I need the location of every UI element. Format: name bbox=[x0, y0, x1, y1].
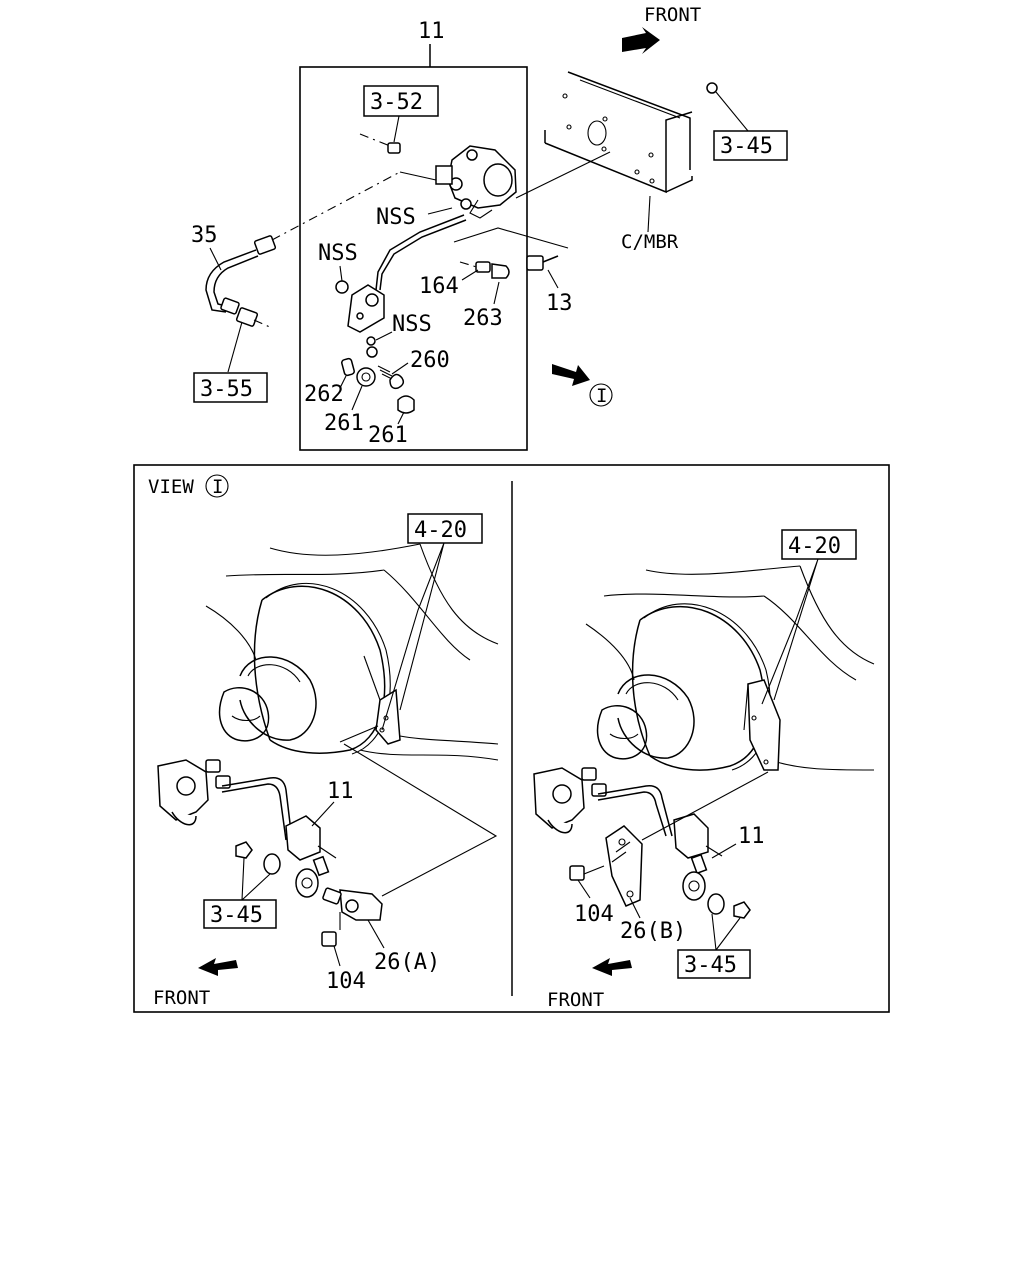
assembly-11-label: 11 bbox=[418, 19, 445, 44]
cap-263 bbox=[491, 263, 510, 279]
left-ref-4-20-label: 4-20 bbox=[414, 518, 467, 543]
ref-3-52-label: 3-52 bbox=[370, 90, 423, 115]
frame-member bbox=[544, 71, 693, 194]
nut-3-45-top bbox=[706, 82, 718, 94]
front-arrow-top bbox=[622, 27, 660, 54]
ref-3-55-box bbox=[193, 372, 268, 403]
bolt-164 bbox=[475, 261, 491, 273]
sensor-body bbox=[435, 145, 517, 219]
view-label: VIEW bbox=[148, 476, 194, 498]
left-view bbox=[157, 543, 499, 947]
nss-label-2: NSS bbox=[318, 241, 358, 266]
right-front-label: FRONT bbox=[547, 989, 604, 1011]
right-ref-3-45-box bbox=[677, 949, 751, 979]
right-view bbox=[533, 565, 875, 919]
left-part-11-label: 11 bbox=[327, 779, 354, 804]
pin-262 bbox=[341, 357, 355, 377]
bushing-261-b bbox=[397, 395, 415, 414]
left-part-104-label: 104 bbox=[326, 969, 366, 994]
left-front-arrow bbox=[198, 958, 238, 976]
ref-3-55-label: 3-55 bbox=[200, 377, 253, 402]
right-ref-4-20-leader bbox=[761, 558, 819, 705]
part-13-label: 13 bbox=[546, 291, 573, 316]
view-marker-small-label: I bbox=[212, 476, 223, 498]
washer-nss bbox=[366, 346, 378, 358]
left-ref-3-45-label: 3-45 bbox=[210, 903, 263, 928]
front-label-top: FRONT bbox=[644, 4, 701, 26]
left-ref-3-45-box bbox=[203, 899, 277, 929]
part-262-label: 262 bbox=[304, 382, 344, 407]
ref-3-45-top-box bbox=[713, 130, 788, 161]
nss-label-3: NSS bbox=[392, 312, 432, 337]
right-front-arrow bbox=[592, 958, 632, 976]
right-part-26-label: 26(B) bbox=[620, 919, 686, 944]
right-ref-3-45-leader bbox=[711, 913, 741, 951]
bolt-3-52 bbox=[387, 142, 401, 154]
right-part-104-label: 104 bbox=[574, 902, 614, 927]
view-i-panel bbox=[133, 464, 890, 1013]
left-ref-4-20-leader bbox=[381, 542, 445, 731]
right-ref-4-20-label: 4-20 bbox=[788, 534, 841, 559]
pipe-35 bbox=[205, 171, 401, 329]
view-i-marker-label: I bbox=[596, 385, 607, 407]
bolt-13 bbox=[526, 255, 559, 271]
part-261-label-a: 261 bbox=[324, 411, 364, 436]
part-164-label: 164 bbox=[419, 274, 459, 299]
ref-3-52-box bbox=[363, 85, 439, 117]
right-ref-3-45-label: 3-45 bbox=[684, 953, 737, 978]
left-ref-3-45-leader bbox=[241, 857, 271, 901]
ref-3-45-top-label: 3-45 bbox=[720, 134, 773, 159]
part-35-label: 35 bbox=[191, 223, 218, 248]
bushing-261-a bbox=[356, 367, 376, 387]
nut-nss bbox=[366, 336, 376, 346]
view-i-arrow bbox=[552, 364, 590, 386]
part-261-label-b: 261 bbox=[368, 423, 408, 448]
c-mbr-label: C/MBR bbox=[621, 231, 679, 253]
left-ref-4-20-box bbox=[407, 513, 483, 544]
part-263-label: 263 bbox=[463, 306, 503, 331]
left-part-26-label: 26(A) bbox=[374, 950, 440, 975]
part-260-label: 260 bbox=[410, 348, 450, 373]
view-marker-small bbox=[205, 474, 229, 498]
view-i-marker bbox=[589, 383, 613, 407]
right-part-11-label: 11 bbox=[738, 824, 765, 849]
nss-label-1: NSS bbox=[376, 205, 416, 230]
link-bracket bbox=[335, 280, 385, 333]
left-front-label: FRONT bbox=[153, 987, 210, 1009]
right-ref-4-20-box bbox=[781, 529, 857, 560]
